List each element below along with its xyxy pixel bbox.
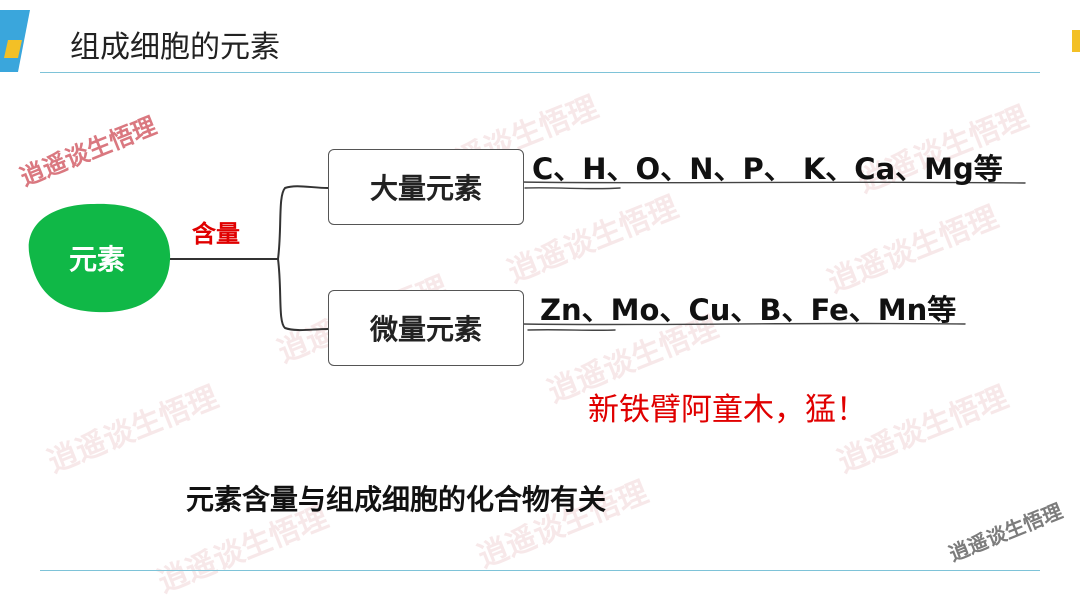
- root-node-blob: [28, 203, 171, 313]
- corner-accent-right: [1072, 30, 1080, 52]
- trace-elements-list: Zn、Mo、Cu、B、Fe、Mn等: [540, 293, 957, 327]
- root-node-label: 元素: [68, 243, 125, 276]
- major-elements-list: C、H、O、N、P、 K、Ca、Mg等: [532, 152, 1003, 186]
- mnemonic-text: 新铁臂阿童木，猛！: [588, 392, 867, 428]
- branch-connector-lower: [277, 258, 329, 332]
- major-elements-underline-tail: [524, 187, 621, 190]
- slide-title: 组成细胞的元素: [70, 30, 280, 65]
- trace-elements-underline-tail: [527, 329, 616, 331]
- trace-elements-underline: [521, 322, 966, 326]
- corner-accent-shape: [0, 10, 30, 72]
- major-elements-underline: [521, 181, 1026, 184]
- footer-divider: [40, 570, 1040, 571]
- edge-label-content: 含量: [192, 220, 240, 248]
- node-trace-elements: 微量元素: [328, 290, 524, 366]
- branch-connector-upper: [277, 185, 329, 260]
- conclusion-text: 元素含量与组成细胞的化合物有关: [186, 483, 607, 516]
- header-divider: [40, 72, 1040, 73]
- root-node-shape: [28, 203, 171, 313]
- node-major-elements: 大量元素: [328, 149, 524, 225]
